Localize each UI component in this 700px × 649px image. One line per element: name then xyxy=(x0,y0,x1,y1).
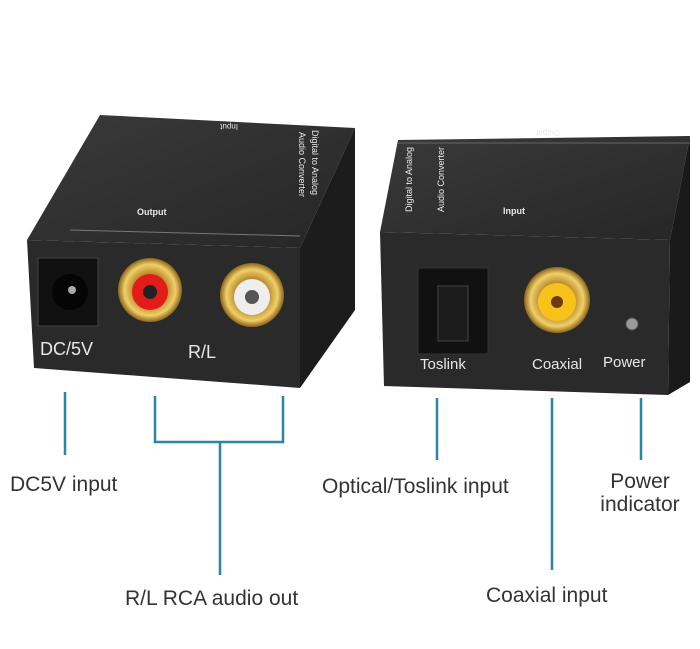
callout-optical-toslink-input: Optical/Toslink input xyxy=(322,475,509,498)
power-led xyxy=(625,317,639,331)
dc-5v-port-label: DC/5V xyxy=(40,339,93,359)
rca-red-jack xyxy=(118,258,182,322)
right-top-output-label: Output xyxy=(535,128,560,137)
callout-lines xyxy=(63,392,643,575)
right-device-side-face xyxy=(668,136,690,395)
right-top-input-label: Input xyxy=(503,206,525,216)
coaxial-jack xyxy=(524,267,590,333)
left-top-title-2: Audio Converter xyxy=(297,132,307,197)
toslink-port-label: Toslink xyxy=(420,356,466,373)
right-converter-device: Digital to Analog Audio Converter Output… xyxy=(380,128,690,395)
left-top-input-label: Input xyxy=(219,122,238,131)
callout-dc5v-input: DC5V input xyxy=(10,473,118,496)
left-top-title-1: Digital to Analog xyxy=(310,130,320,195)
right-top-title-2: Audio Converter xyxy=(436,147,446,212)
left-device-top-face xyxy=(27,115,355,248)
left-converter-device: Digital to Analog Audio Converter Input … xyxy=(27,115,355,388)
rca-white-jack xyxy=(220,263,284,327)
left-top-output-label: Output xyxy=(137,207,167,217)
power-port-label: Power xyxy=(603,354,646,371)
toslink-optical-port xyxy=(417,267,489,355)
left-device-side-face xyxy=(300,128,355,388)
callout-coaxial-input: Coaxial input xyxy=(486,584,608,607)
callout-bracket-rca xyxy=(153,396,285,444)
right-top-title-1: Digital to Analog xyxy=(404,147,414,212)
callout-rl-rca-audio-out: R/L RCA audio out xyxy=(125,587,298,610)
callout-power-indicator-line1: Power xyxy=(610,470,670,493)
right-device-top-face xyxy=(380,136,690,240)
coaxial-port-label: Coaxial xyxy=(532,356,582,373)
rl-port-label: R/L xyxy=(188,342,216,362)
callout-power-indicator-line2: indicator xyxy=(600,493,679,516)
